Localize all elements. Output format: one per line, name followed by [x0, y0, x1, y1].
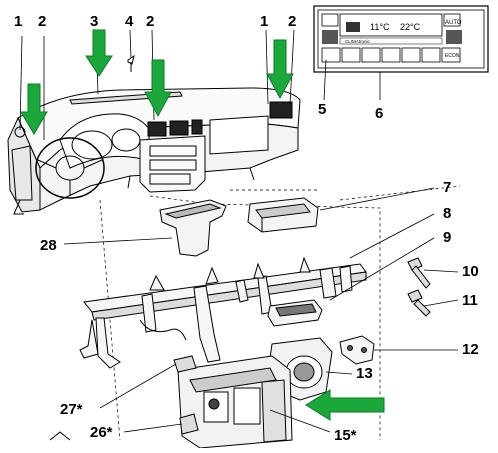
- callout-6: 6: [375, 105, 384, 122]
- panel-temp-left: 11°C: [370, 22, 390, 32]
- dashboard-assembly: [7, 54, 301, 215]
- callout-5: 5: [318, 101, 327, 118]
- climate-control-panel: [313, 5, 489, 73]
- green-arrows: [20, 29, 385, 421]
- callout-2-right: 2: [288, 13, 297, 30]
- panel-auto-label: AUTO: [445, 20, 462, 26]
- callout-1-right: 1: [260, 13, 269, 30]
- callout-1-left: 1: [14, 13, 23, 30]
- duct-part-28: [159, 199, 227, 257]
- cross-member-frame: [79, 256, 367, 369]
- panel-eco-label: ECON: [445, 53, 460, 59]
- callout-2-left: 2: [38, 13, 47, 30]
- callout-13: 13: [356, 365, 373, 382]
- bolt-part-10: [407, 257, 431, 289]
- callout-11: 11: [462, 292, 478, 309]
- callout-7: 7: [443, 179, 452, 196]
- callout-15: 15*: [334, 427, 357, 444]
- arrow-down-left: [20, 83, 48, 135]
- callout-2-mid: 2: [146, 13, 155, 30]
- callout-9: 9: [443, 229, 452, 246]
- callout-3: 3: [90, 13, 99, 30]
- heater-unit-assembly: [49, 337, 333, 449]
- vent-duct-part-7: [247, 197, 319, 233]
- callout-8: 8: [443, 205, 452, 222]
- arrow-down-right: [266, 39, 294, 100]
- arrow-down-3: [85, 29, 113, 77]
- arrow-down-mid: [144, 59, 172, 118]
- callout-26: 26*: [90, 424, 113, 441]
- bolt-part-11: [407, 289, 431, 317]
- callout-10: 10: [462, 263, 479, 280]
- arrow-left-bottom: [305, 389, 385, 421]
- callout-4: 4: [125, 13, 134, 30]
- panel-brand: CLIMAtronic: [345, 39, 371, 44]
- filter-part-9: [267, 299, 323, 327]
- callout-12: 12: [462, 341, 479, 358]
- bracket-part-12: [339, 335, 375, 365]
- callout-28: 28: [40, 237, 57, 254]
- callout-27: 27*: [60, 401, 83, 418]
- panel-temp-right: 22°C: [400, 22, 421, 32]
